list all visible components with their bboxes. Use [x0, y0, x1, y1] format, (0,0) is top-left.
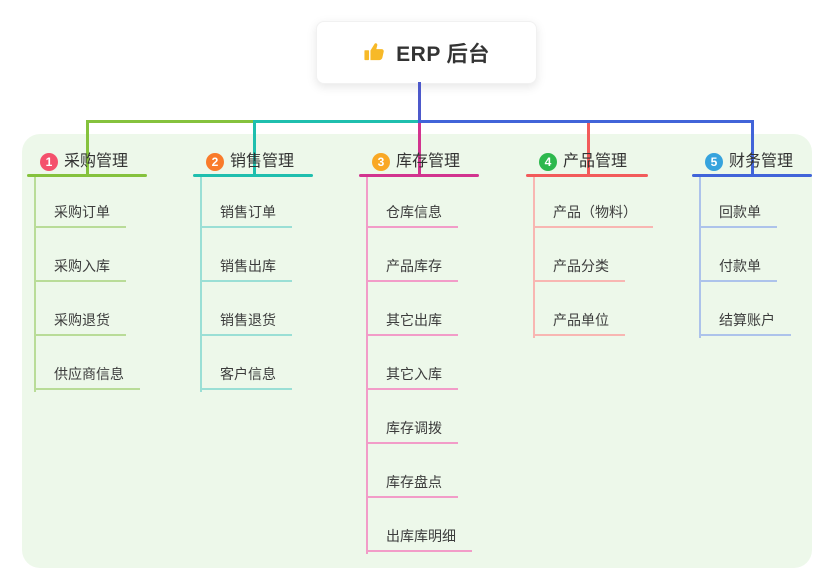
bus-segment-3 [418, 120, 754, 123]
child-node[interactable]: 其它入库 [366, 366, 458, 390]
branch-5-spine-line [699, 177, 701, 338]
root-title: ERP 后台 [396, 42, 490, 66]
branch-3-badge: 3 [372, 153, 390, 171]
branch-5-label[interactable]: 财务管理 [729, 153, 794, 170]
branch-4-spine-line [533, 177, 535, 338]
branch-2-badge: 2 [206, 153, 224, 171]
branch-2-spine-line [200, 177, 202, 392]
branch-5-underline [692, 174, 812, 177]
child-node[interactable]: 产品（物料） [533, 204, 653, 228]
child-node[interactable]: 仓库信息 [366, 204, 458, 228]
child-node[interactable]: 库存调拨 [366, 420, 458, 444]
child-node[interactable]: 付款单 [699, 258, 777, 282]
child-node[interactable]: 销售订单 [200, 204, 292, 228]
branch-2-label[interactable]: 销售管理 [230, 153, 295, 170]
branches-panel [22, 134, 812, 568]
child-node[interactable]: 采购入库 [34, 258, 126, 282]
branch-1-badge: 1 [40, 153, 58, 171]
bus-segment-2 [253, 120, 421, 123]
branch-2-drop-line [253, 123, 256, 174]
child-node[interactable]: 结算账户 [699, 312, 791, 336]
branch-1-underline [27, 174, 147, 177]
child-node[interactable]: 采购订单 [34, 204, 126, 228]
branch-4-drop-line [587, 123, 590, 174]
child-node[interactable]: 回款单 [699, 204, 777, 228]
branch-3-drop-line [418, 123, 421, 174]
child-node[interactable]: 销售出库 [200, 258, 292, 282]
branch-1-label[interactable]: 采购管理 [64, 153, 129, 170]
root-connector-line [418, 82, 421, 123]
branch-1-spine-line [34, 177, 36, 392]
thumbs-up-icon [363, 41, 386, 64]
child-node[interactable]: 产品单位 [533, 312, 625, 336]
child-node[interactable]: 产品分类 [533, 258, 625, 282]
child-node[interactable]: 销售退货 [200, 312, 292, 336]
branch-2-underline [193, 174, 313, 177]
branch-1-drop-line [86, 123, 89, 174]
branch-4-underline [526, 174, 648, 177]
child-node[interactable]: 出库库明细 [366, 528, 472, 552]
child-node[interactable]: 其它出库 [366, 312, 458, 336]
branch-4-label[interactable]: 产品管理 [563, 153, 628, 170]
branch-4-badge: 4 [539, 153, 557, 171]
branch-3-spine-line [366, 177, 368, 554]
root-node[interactable]: ERP 后台 [316, 21, 537, 84]
child-node[interactable]: 客户信息 [200, 366, 292, 390]
branch-5-drop-line [751, 123, 754, 174]
branch-3-label[interactable]: 库存管理 [396, 153, 461, 170]
bus-segment-1 [86, 120, 256, 123]
child-node[interactable]: 供应商信息 [34, 366, 140, 390]
child-node[interactable]: 库存盘点 [366, 474, 458, 498]
branch-3-underline [359, 174, 479, 177]
branch-5-badge: 5 [705, 153, 723, 171]
child-node[interactable]: 采购退货 [34, 312, 126, 336]
child-node[interactable]: 产品库存 [366, 258, 458, 282]
